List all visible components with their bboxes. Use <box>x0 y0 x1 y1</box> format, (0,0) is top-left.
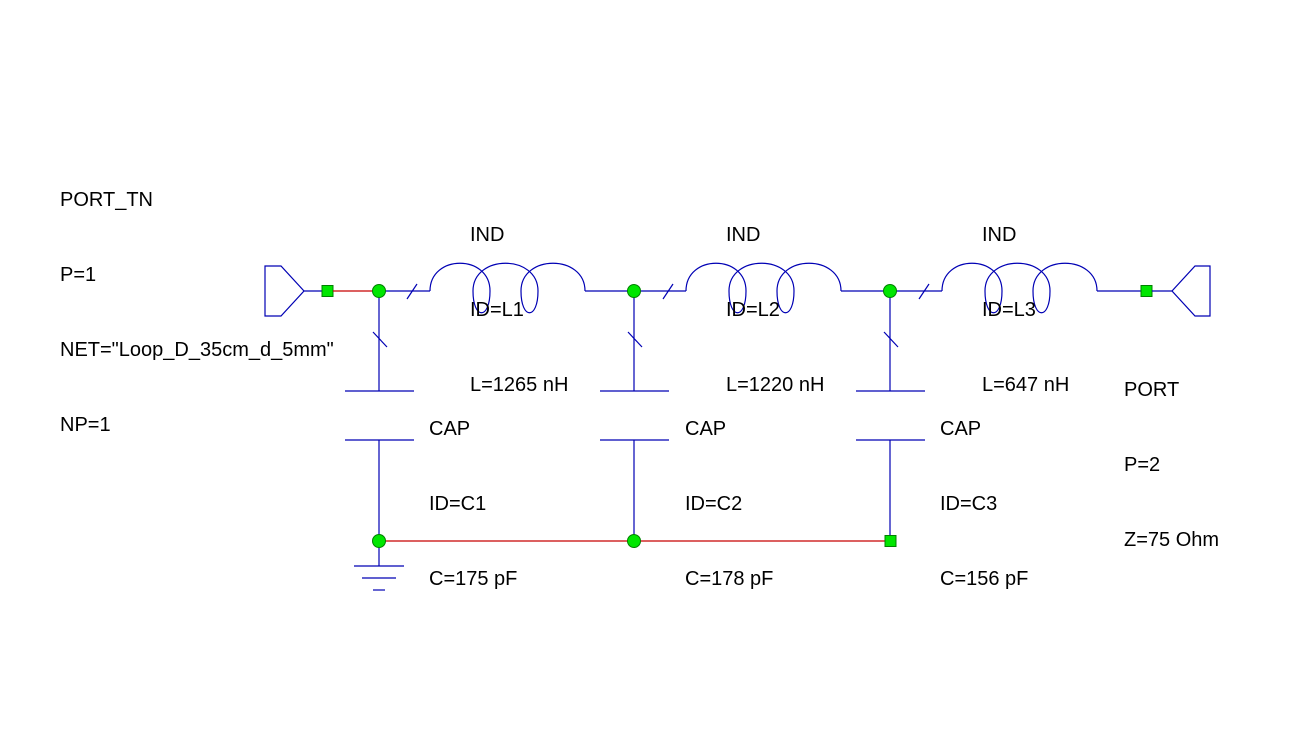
inductor-L1-coil-icon <box>429 262 586 314</box>
capacitor-C2-type: CAP <box>685 418 727 440</box>
capacitor-C1-tick <box>372 331 388 348</box>
inductor-L1-id: ID=L1 <box>470 299 524 321</box>
inductor-L3-coil-icon <box>941 262 1098 314</box>
port1-p: P=1 <box>60 264 97 286</box>
node-ground-2[interactable] <box>627 534 641 548</box>
inductor-L1-value: L=1265 nH <box>470 374 569 396</box>
port1-icon <box>264 265 305 317</box>
port2-type: PORT <box>1124 379 1180 401</box>
capacitor-C3-value: C=156 pF <box>940 568 1029 590</box>
inductor-L2[interactable] <box>640 262 884 314</box>
port2-terminal[interactable] <box>1140 285 1153 297</box>
capacitor-C3-type: CAP <box>940 418 982 440</box>
inductor-L2-id: ID=L2 <box>726 299 780 321</box>
inductor-L2-coil-icon <box>685 262 842 314</box>
capacitor-C1[interactable] <box>345 297 414 535</box>
node-3[interactable] <box>883 284 897 298</box>
capacitor-C2[interactable] <box>600 297 669 535</box>
port2-z: Z=75 Ohm <box>1124 529 1220 551</box>
port2-symbol[interactable] <box>1140 265 1211 317</box>
inductor-L3-tick <box>918 283 930 300</box>
capacitor-C1-label: CAP ID=C1 C=175 pF <box>429 367 517 617</box>
inductor-L1[interactable] <box>385 262 628 314</box>
capacitor-C3-id: ID=C3 <box>940 493 998 515</box>
inductor-L2-tick <box>662 283 674 300</box>
inductor-L1-label: IND ID=L1 L=1265 nH <box>470 173 568 423</box>
capacitor-C2-label: CAP ID=C2 C=178 pF <box>685 367 773 617</box>
capacitor-C3[interactable] <box>856 297 925 536</box>
port1-type: PORT_TN <box>60 189 153 211</box>
capacitor-C3-tick <box>883 331 899 348</box>
node-ground-3-terminal[interactable] <box>884 535 897 547</box>
capacitor-C1-value: C=175 pF <box>429 568 518 590</box>
port1-net: NET="Loop_D_35cm_d_5mm" <box>60 339 334 361</box>
port2-icon <box>1171 265 1211 317</box>
inductor-L2-label: IND ID=L2 L=1220 nH <box>726 173 824 423</box>
inductor-L3-type: IND <box>982 224 1017 246</box>
inductor-L2-type: IND <box>726 224 761 246</box>
capacitor-C3-label: CAP ID=C3 C=156 pF <box>940 367 1028 617</box>
inductor-L1-tick <box>406 283 418 300</box>
inductor-L3-id: ID=L3 <box>982 299 1036 321</box>
inductor-L3[interactable] <box>896 262 1141 314</box>
capacitor-C1-id: ID=C1 <box>429 493 487 515</box>
node-ground-1[interactable] <box>372 534 386 548</box>
capacitor-C1-type: CAP <box>429 418 471 440</box>
node-1[interactable] <box>372 284 386 298</box>
capacitor-C2-value: C=178 pF <box>685 568 774 590</box>
capacitor-C2-tick <box>627 331 643 348</box>
inductor-L3-value: L=647 nH <box>982 374 1070 396</box>
ground-icon <box>354 565 404 591</box>
capacitor-C2-id: ID=C2 <box>685 493 743 515</box>
port1-np: NP=1 <box>60 414 111 436</box>
port2-p: P=2 <box>1124 454 1161 476</box>
node-2[interactable] <box>627 284 641 298</box>
port1-symbol[interactable] <box>264 265 334 317</box>
inductor-L1-type: IND <box>470 224 505 246</box>
inductor-L3-label: IND ID=L3 L=647 nH <box>982 173 1069 423</box>
inductor-L2-value: L=1220 nH <box>726 374 825 396</box>
ground-symbol[interactable] <box>354 547 404 591</box>
port2-label: PORT P=2 Z=75 Ohm <box>1124 328 1219 578</box>
port1-label: PORT_TN P=1 NET="Loop_D_35cm_d_5mm" NP=1 <box>60 138 334 463</box>
